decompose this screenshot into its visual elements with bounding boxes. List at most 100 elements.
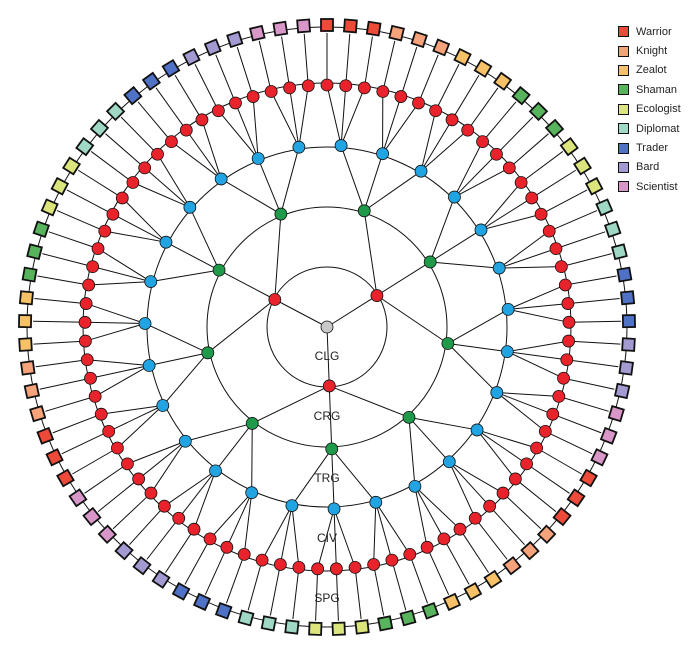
tree-edge	[225, 554, 245, 604]
tree-edge	[418, 54, 439, 104]
leaf-square	[68, 488, 88, 508]
tree-edge	[251, 423, 253, 493]
tree-edge	[363, 170, 422, 212]
tree-node	[562, 315, 576, 329]
tree-node	[453, 522, 467, 536]
tree-node	[144, 275, 158, 289]
tree-node	[229, 96, 242, 110]
ring-label-spg: SPG	[314, 591, 339, 605]
tree-node	[157, 499, 171, 513]
tree-node	[292, 560, 306, 574]
tree-node	[445, 113, 459, 127]
leaf-squares	[18, 18, 636, 636]
leaf-square	[192, 592, 212, 612]
tree-node	[496, 486, 510, 500]
tree-node	[325, 442, 339, 456]
tree-node	[546, 407, 560, 421]
tree-edge	[218, 110, 259, 159]
leaf-square	[552, 506, 572, 527]
leaf-square	[272, 20, 289, 37]
tree-edge	[375, 502, 411, 555]
tree-edge	[85, 322, 146, 342]
leaf-square	[354, 619, 370, 635]
tree-node	[94, 407, 108, 421]
tree-edge	[37, 275, 89, 286]
tree-edge	[376, 261, 431, 296]
tree-edge	[144, 167, 191, 208]
leaf-square	[114, 540, 134, 561]
tree-node	[339, 79, 353, 93]
trader-swatch-icon	[618, 142, 629, 154]
tree-edge	[328, 385, 333, 449]
tree-node	[329, 562, 343, 576]
tree-node	[500, 345, 514, 359]
leaf-square	[492, 71, 513, 91]
tree-edge	[138, 440, 186, 480]
tree-edge	[476, 429, 516, 480]
leaf-square	[45, 448, 64, 467]
legend: Warrior Knight Zealot Shaman Ecologist D…	[618, 22, 681, 197]
tree-edge	[499, 266, 562, 269]
tree-edge	[184, 538, 211, 585]
tree-edge	[61, 430, 109, 455]
shaman-swatch-icon	[618, 84, 629, 96]
tree-edge	[279, 505, 293, 565]
leaf-square	[40, 198, 59, 217]
tree-edge	[280, 147, 300, 215]
tree-node	[483, 499, 497, 513]
tree-node	[245, 486, 259, 500]
legend-item-diplomat: Diplomat	[618, 119, 681, 138]
tree-node	[255, 553, 269, 567]
tree-edge	[149, 352, 208, 367]
tree-node	[144, 486, 158, 500]
tree-node	[534, 207, 548, 221]
tree-edge	[215, 54, 236, 104]
tree-edge	[127, 440, 186, 465]
tree-node	[429, 104, 443, 118]
tree-edge	[373, 564, 385, 616]
leaf-square	[410, 30, 428, 49]
tree-edge	[226, 492, 253, 548]
tree-edge	[480, 197, 532, 231]
tree-edge	[420, 129, 469, 172]
leaf-square	[226, 30, 244, 49]
tree-edge	[496, 392, 546, 432]
tree-node	[357, 204, 371, 218]
tree-node	[367, 558, 381, 571]
tree-edge	[333, 508, 337, 569]
tree-edge	[72, 447, 118, 475]
tree-node	[552, 390, 566, 403]
tree-edge	[97, 248, 152, 283]
tree-edge	[331, 448, 377, 503]
tree-edge	[429, 196, 455, 263]
tree-edge	[414, 485, 461, 530]
leaf-square	[473, 58, 493, 78]
tree-node	[420, 540, 434, 554]
tree-edge	[209, 492, 253, 540]
tree-node	[376, 147, 389, 161]
tree-edge	[171, 141, 222, 180]
tree-edge	[502, 492, 542, 530]
tree-edge	[33, 320, 86, 323]
tree-edge	[340, 145, 365, 211]
leaf-square	[203, 38, 222, 57]
tree-edge	[476, 429, 537, 449]
tree-node	[88, 390, 102, 403]
tree-node	[195, 113, 209, 127]
leaf-square	[141, 71, 162, 91]
tree-node	[408, 479, 422, 493]
legend-item-scientist: Scientist	[618, 177, 681, 196]
tree-edge	[354, 567, 362, 620]
tree-node	[165, 135, 178, 149]
tree-edge	[315, 568, 319, 621]
tree-edge	[515, 478, 557, 512]
tree-edge	[97, 478, 139, 512]
tree-node	[111, 441, 124, 455]
tree-node	[237, 548, 251, 561]
tree-node	[530, 441, 543, 455]
tree-edge	[252, 96, 259, 159]
tree-edge	[269, 564, 281, 616]
tree-node	[474, 223, 488, 237]
tree-edge	[201, 119, 222, 180]
tree-node	[476, 135, 489, 149]
